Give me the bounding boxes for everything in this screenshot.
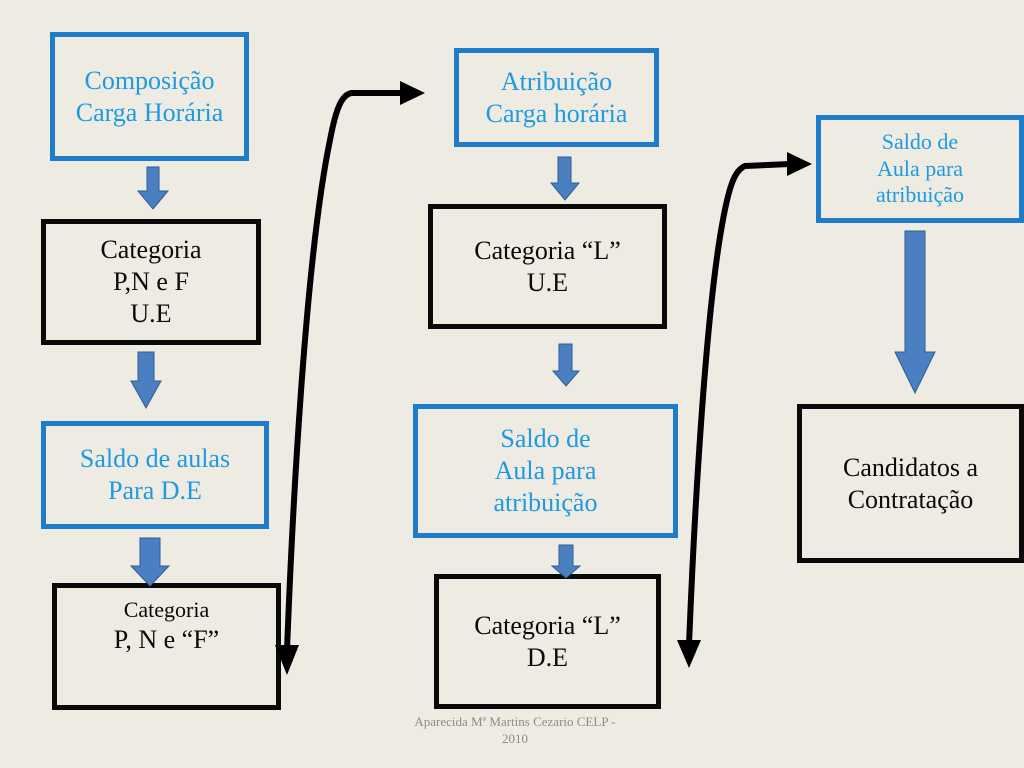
categoria-l-ue-box: Categoria “L” U.E xyxy=(428,204,667,329)
saldo-aula-atribuicao-right-box: Saldo de Aula para atribuição xyxy=(816,115,1024,223)
down-arrow-icon xyxy=(549,156,581,201)
connector-arrow-2 xyxy=(686,161,793,648)
saldo-aulas-de-label: Saldo de aulas Para D.E xyxy=(79,444,231,505)
composicao-carga-horaria-label: Composição Carga Horária xyxy=(75,65,224,127)
saldo-aulas-de-box: Saldo de aulas Para D.E xyxy=(41,421,269,529)
arrowhead-icon xyxy=(275,645,299,675)
categoria-pnf-ue-label: Categoria P,N e F U.E xyxy=(100,235,202,328)
composicao-carga-horaria-box: Composição Carga Horária xyxy=(50,32,249,161)
candidatos-contratacao-box: Candidatos a Contratação xyxy=(797,404,1024,563)
categoria-l-de-label: Categoria “L” D.E xyxy=(474,610,621,672)
saldo-aula-atribuicao-box: Saldo de Aula para atribuição xyxy=(413,404,678,538)
arrowhead-icon xyxy=(787,152,812,176)
atribuicao-carga-horaria-label: Atribuição Carga horária xyxy=(485,66,628,128)
categoria-pnf-f-title: Categoria xyxy=(123,597,210,622)
arrowhead-icon xyxy=(400,81,425,105)
arrowhead-icon xyxy=(677,640,701,668)
categoria-l-ue-label: Categoria “L” U.E xyxy=(474,235,621,297)
atribuicao-carga-horaria-box: Atribuição Carga horária xyxy=(454,48,659,147)
saldo-aula-atribuicao-label: Saldo de Aula para atribuição xyxy=(493,424,598,517)
connector-arrow-1 xyxy=(284,90,406,653)
candidatos-contratacao-label: Candidatos a Contratação xyxy=(842,452,979,514)
down-arrow-icon xyxy=(551,343,581,387)
footer-credit: Aparecida Mª Martins Cezario CELP - 2010 xyxy=(414,714,616,746)
down-arrow-icon xyxy=(130,351,162,410)
categoria-pnf-ue-box: Categoria P,N e F U.E xyxy=(41,219,261,345)
saldo-aula-atribuicao-right-label: Saldo de Aula para atribuição xyxy=(876,128,964,208)
categoria-pnf-f-subtitle: P, N e “F” xyxy=(113,624,220,654)
down-arrow-icon xyxy=(136,166,170,210)
down-arrow-icon xyxy=(894,230,936,395)
down-arrow-icon xyxy=(129,537,171,587)
categoria-l-de-box: Categoria “L” D.E xyxy=(434,574,661,709)
down-arrow-icon xyxy=(550,544,582,579)
